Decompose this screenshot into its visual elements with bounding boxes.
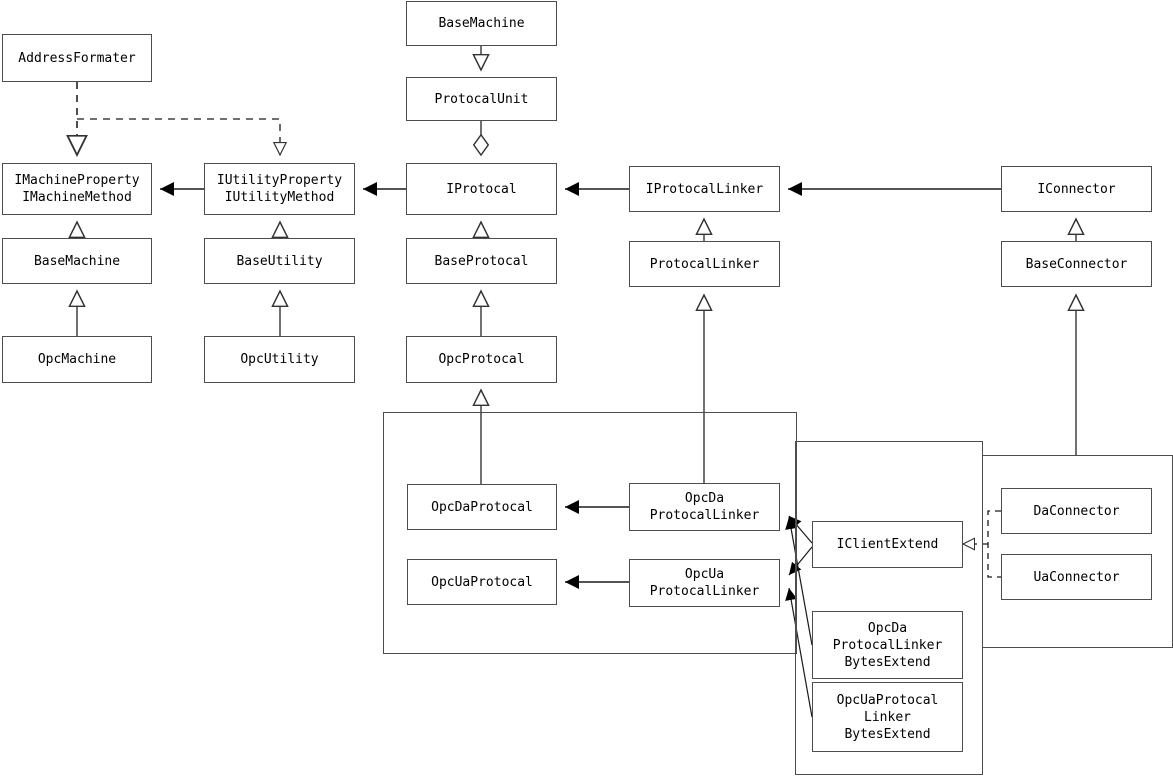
class-node-daconnector[interactable]: DaConnector: [1001, 488, 1152, 534]
class-node-iclientextend[interactable]: IClientExtend: [812, 521, 963, 568]
class-node-opcutility[interactable]: OpcUtility: [204, 336, 355, 383]
class-node-opcuaprotocallinker[interactable]: OpcUa ProtocalLinker: [629, 559, 780, 607]
class-node-baseprotocal[interactable]: BaseProtocal: [406, 238, 557, 284]
class-node-basemachine-top[interactable]: BaseMachine: [406, 1, 557, 46]
class-node-opcuaprotocallinkerbytesextend[interactable]: OpcUaProtocal Linker BytesExtend: [812, 682, 963, 752]
class-node-opcdaprotocallinker[interactable]: OpcDa ProtocalLinker: [629, 483, 780, 531]
class-node-iprotocal[interactable]: IProtocal: [406, 163, 557, 215]
class-node-imachineproperty[interactable]: IMachineProperty IMachineMethod: [2, 163, 152, 215]
class-node-iconnector[interactable]: IConnector: [1001, 166, 1152, 212]
class-node-iprotocallinker[interactable]: IProtocalLinker: [629, 166, 780, 212]
group-box-protocal-impl: [383, 412, 797, 654]
class-node-addressformater[interactable]: AddressFormater: [2, 34, 152, 82]
class-node-basemachine[interactable]: BaseMachine: [2, 238, 152, 284]
class-node-opcmachine[interactable]: OpcMachine: [2, 336, 152, 383]
class-node-uaconnector[interactable]: UaConnector: [1001, 554, 1152, 600]
group-box-connector-impl: [982, 455, 1173, 648]
class-node-opcuaprotocal[interactable]: OpcUaProtocal: [407, 559, 557, 605]
class-node-opcdaprotocallinkerbytesextend[interactable]: OpcDa ProtocalLinker BytesExtend: [812, 611, 963, 679]
class-node-opcprotocal[interactable]: OpcProtocal: [406, 336, 557, 383]
class-node-baseutility[interactable]: BaseUtility: [204, 238, 355, 284]
class-node-opcdaprotocal[interactable]: OpcDaProtocal: [407, 484, 557, 530]
class-node-baseconnector[interactable]: BaseConnector: [1001, 241, 1152, 287]
class-node-protocalunit[interactable]: ProtocalUnit: [406, 77, 557, 121]
class-node-protocallinker[interactable]: ProtocalLinker: [629, 241, 780, 287]
edge-addressformater-to-iutilityproperty: [77, 118, 280, 155]
class-node-iutilityproperty[interactable]: IUtilityProperty IUtilityMethod: [204, 163, 355, 215]
